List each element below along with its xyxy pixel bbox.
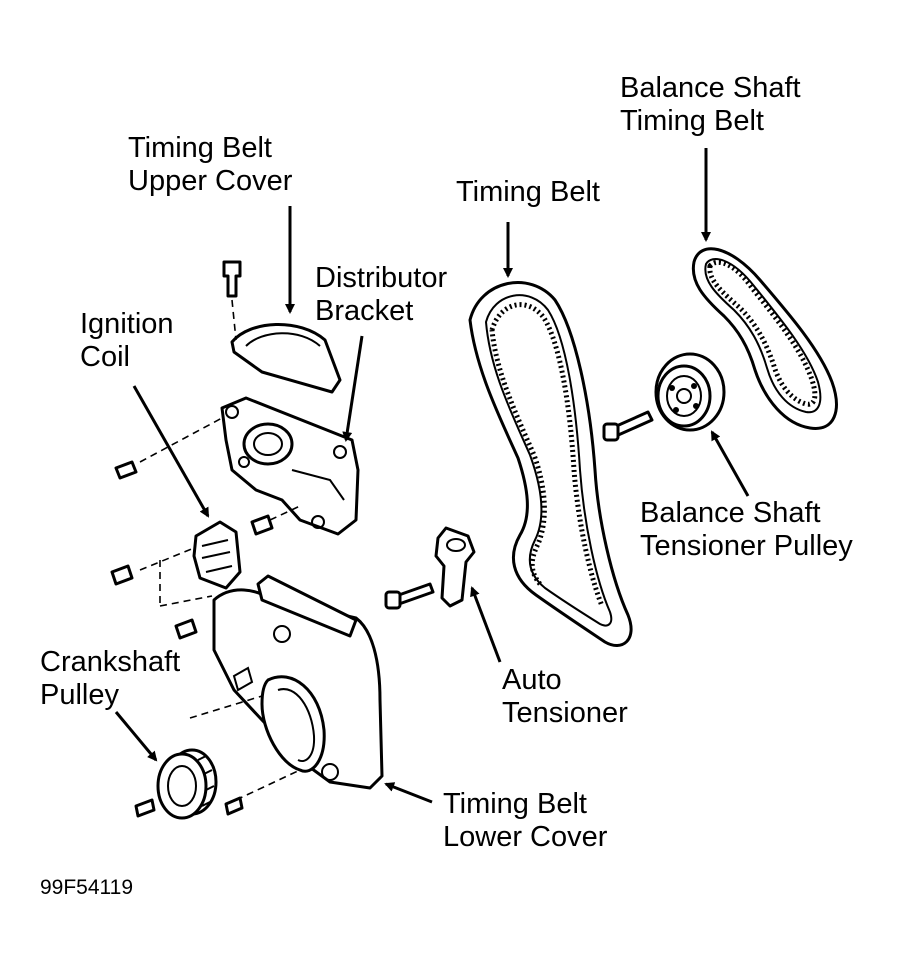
auto-tensioner-drawing xyxy=(384,526,476,610)
lower-cover-arrow xyxy=(384,782,433,804)
label-distributor-bracket: Distributor Bracket xyxy=(315,262,448,327)
label-balance-shaft-tensioner-pulley: Balance Shaft Tensioner Pulley xyxy=(640,497,853,562)
tensioner-pulley-arrow xyxy=(710,430,750,497)
ignition-coil-drawing xyxy=(110,520,242,607)
label-timing-belt-lower-cover: Timing Belt Lower Cover xyxy=(443,788,608,853)
label-timing-belt: Timing Belt xyxy=(456,176,600,208)
leader-arrows xyxy=(114,148,750,804)
balance-shaft-timing-belt-drawing xyxy=(691,247,838,430)
label-ignition-coil: Ignition Coil xyxy=(80,308,174,373)
crankshaft-pulley-drawing xyxy=(134,748,244,820)
timing-belt-upper-cover-drawing xyxy=(222,260,342,394)
ignition-coil-arrow xyxy=(132,385,210,518)
label-crankshaft-pulley: Crankshaft Pulley xyxy=(40,646,181,711)
balance-shaft-tensioner-pulley-drawing xyxy=(602,352,726,442)
figure-code: 99F54119 xyxy=(40,876,134,899)
distributor-bracket-drawing xyxy=(114,396,360,536)
timing-belt-drawing xyxy=(468,281,633,647)
label-balance-shaft-timing-belt: Balance Shaft Timing Belt xyxy=(620,72,801,137)
label-auto-tensioner: Auto Tensioner xyxy=(502,664,628,729)
auto-tensioner-arrow xyxy=(470,586,502,663)
label-timing-belt-upper-cover: Timing Belt Upper Cover xyxy=(128,132,293,197)
timing-belt-lower-cover-drawing xyxy=(174,574,384,801)
crankshaft-pulley-arrow xyxy=(114,711,158,762)
distributor-bracket-arrow xyxy=(342,335,364,442)
